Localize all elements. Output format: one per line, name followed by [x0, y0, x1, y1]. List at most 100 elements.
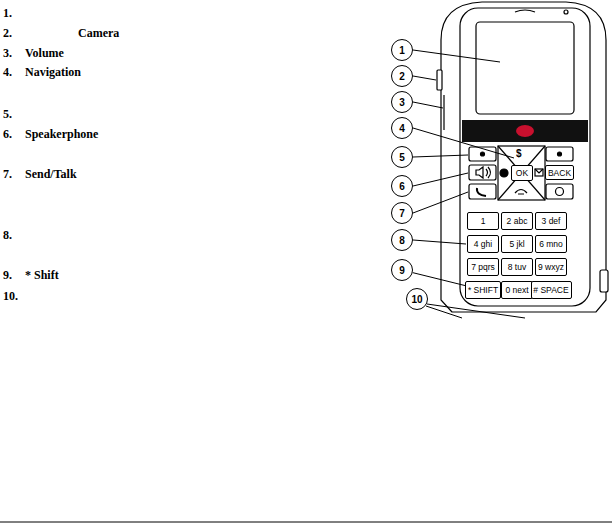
callout-text: 1	[399, 45, 405, 56]
leader-line	[413, 192, 468, 213]
part-label: 7.	[3, 167, 12, 181]
key-text: 4 ghi	[474, 239, 492, 249]
callout-text: 8	[399, 235, 405, 246]
leader-line	[413, 102, 443, 108]
callout-number: 9	[391, 259, 413, 281]
part-label: Speakerphone	[25, 127, 98, 141]
leader-line	[413, 76, 436, 80]
callout-text: 10	[411, 294, 422, 305]
screen	[476, 22, 574, 114]
speaker-icon	[476, 167, 491, 178]
volume-key	[443, 95, 444, 130]
keypad-key: 7 pqrs	[467, 258, 499, 276]
callout-text: 5	[399, 152, 405, 163]
logo	[516, 125, 534, 137]
send-icon	[477, 188, 486, 196]
key-text: 8 tuv	[508, 262, 526, 272]
callout-number: 10	[406, 288, 428, 310]
message-icon	[535, 169, 543, 173]
callout-number: 6	[391, 175, 413, 197]
callout-text: 3	[399, 97, 405, 108]
leader-line	[413, 273, 465, 286]
part-label: Volume	[25, 46, 64, 60]
part-label: 4.	[3, 65, 12, 79]
callout-text: 2	[399, 71, 405, 82]
key-symbol: $	[516, 147, 522, 161]
key-text: 1	[481, 216, 486, 226]
key-text: OK	[516, 168, 528, 178]
part-label: Send/Talk	[25, 167, 77, 181]
keypad-key: 6 mno	[535, 235, 567, 253]
nav-key	[498, 146, 545, 200]
page-rule	[0, 522, 612, 523]
key-text: 2 abc	[507, 216, 528, 226]
key-text: 6 mno	[539, 239, 563, 249]
leader-lines	[413, 50, 525, 318]
part-label: * Shift	[25, 268, 59, 282]
logo-band	[462, 120, 588, 142]
leader-line	[427, 304, 525, 318]
camera-button	[437, 70, 442, 90]
key-text: 3 def	[542, 216, 561, 226]
soft-key-dot	[481, 152, 485, 156]
leader-line	[413, 173, 468, 186]
callout-text: 7	[399, 208, 405, 219]
key-text: 5 jkl	[509, 239, 524, 249]
nav-divider	[498, 146, 545, 200]
sensor	[564, 10, 568, 14]
keypad-key: 3 def	[535, 212, 567, 230]
callout-text: 6	[399, 181, 405, 192]
nav-divider	[498, 146, 545, 200]
callout-number: 1	[391, 39, 413, 61]
key-text: 7 pqrs	[471, 262, 495, 272]
phone-body	[441, 2, 606, 312]
part-label: 1.	[3, 6, 12, 20]
keypad-key: 8 tuv	[501, 258, 533, 276]
callout-number: 3	[391, 91, 413, 113]
keypad-key: * SHIFT	[465, 281, 501, 299]
callout-number: 8	[391, 229, 413, 251]
keypad-key: OK	[511, 165, 533, 181]
leader-line	[413, 50, 500, 62]
keypad-key: 9 wxyz	[535, 258, 567, 276]
keypad-key: 1	[467, 212, 499, 230]
leader-line	[413, 128, 514, 158]
part-label: 3.	[3, 46, 12, 60]
callout-number: 5	[391, 146, 413, 168]
earpiece	[515, 10, 535, 12]
part-label: Navigation	[25, 65, 81, 79]
callout-text: 4	[399, 123, 405, 134]
speaker-key	[469, 165, 496, 180]
leader-line	[413, 240, 466, 244]
web-icon	[500, 169, 508, 177]
phone-icon	[515, 190, 527, 195]
callout-text: 9	[399, 265, 405, 276]
key-text: * SHIFT	[468, 285, 498, 295]
keypad-key: 0 next	[501, 281, 533, 299]
part-label: 9.	[3, 268, 12, 282]
message-icon	[535, 169, 543, 176]
send-key	[469, 184, 496, 199]
key-text: BACK	[548, 168, 571, 178]
keypad-key: 2 abc	[501, 212, 533, 230]
part-label: Camera	[78, 26, 119, 40]
keypad-key: BACK	[545, 165, 574, 180]
key-text: 0 next	[505, 285, 528, 295]
callout-number: 4	[391, 117, 413, 139]
end-icon	[556, 188, 564, 196]
part-label: 5.	[3, 107, 12, 121]
callout-number: 2	[391, 65, 413, 87]
part-label: 2.	[3, 26, 12, 40]
soft-key-dot	[558, 152, 562, 156]
phone-face	[460, 8, 590, 306]
part-label: 10.	[3, 289, 18, 303]
keypad-key: # SPACE	[531, 281, 572, 299]
keypad-key: 5 jkl	[501, 235, 533, 253]
part-label: 6.	[3, 127, 12, 141]
end-key	[546, 184, 573, 199]
keypad-key: 4 ghi	[467, 235, 499, 253]
callout-number: 7	[391, 202, 413, 224]
soft-key	[546, 147, 573, 161]
key-text: 9 wxyz	[538, 262, 564, 272]
leader-line	[413, 155, 468, 157]
